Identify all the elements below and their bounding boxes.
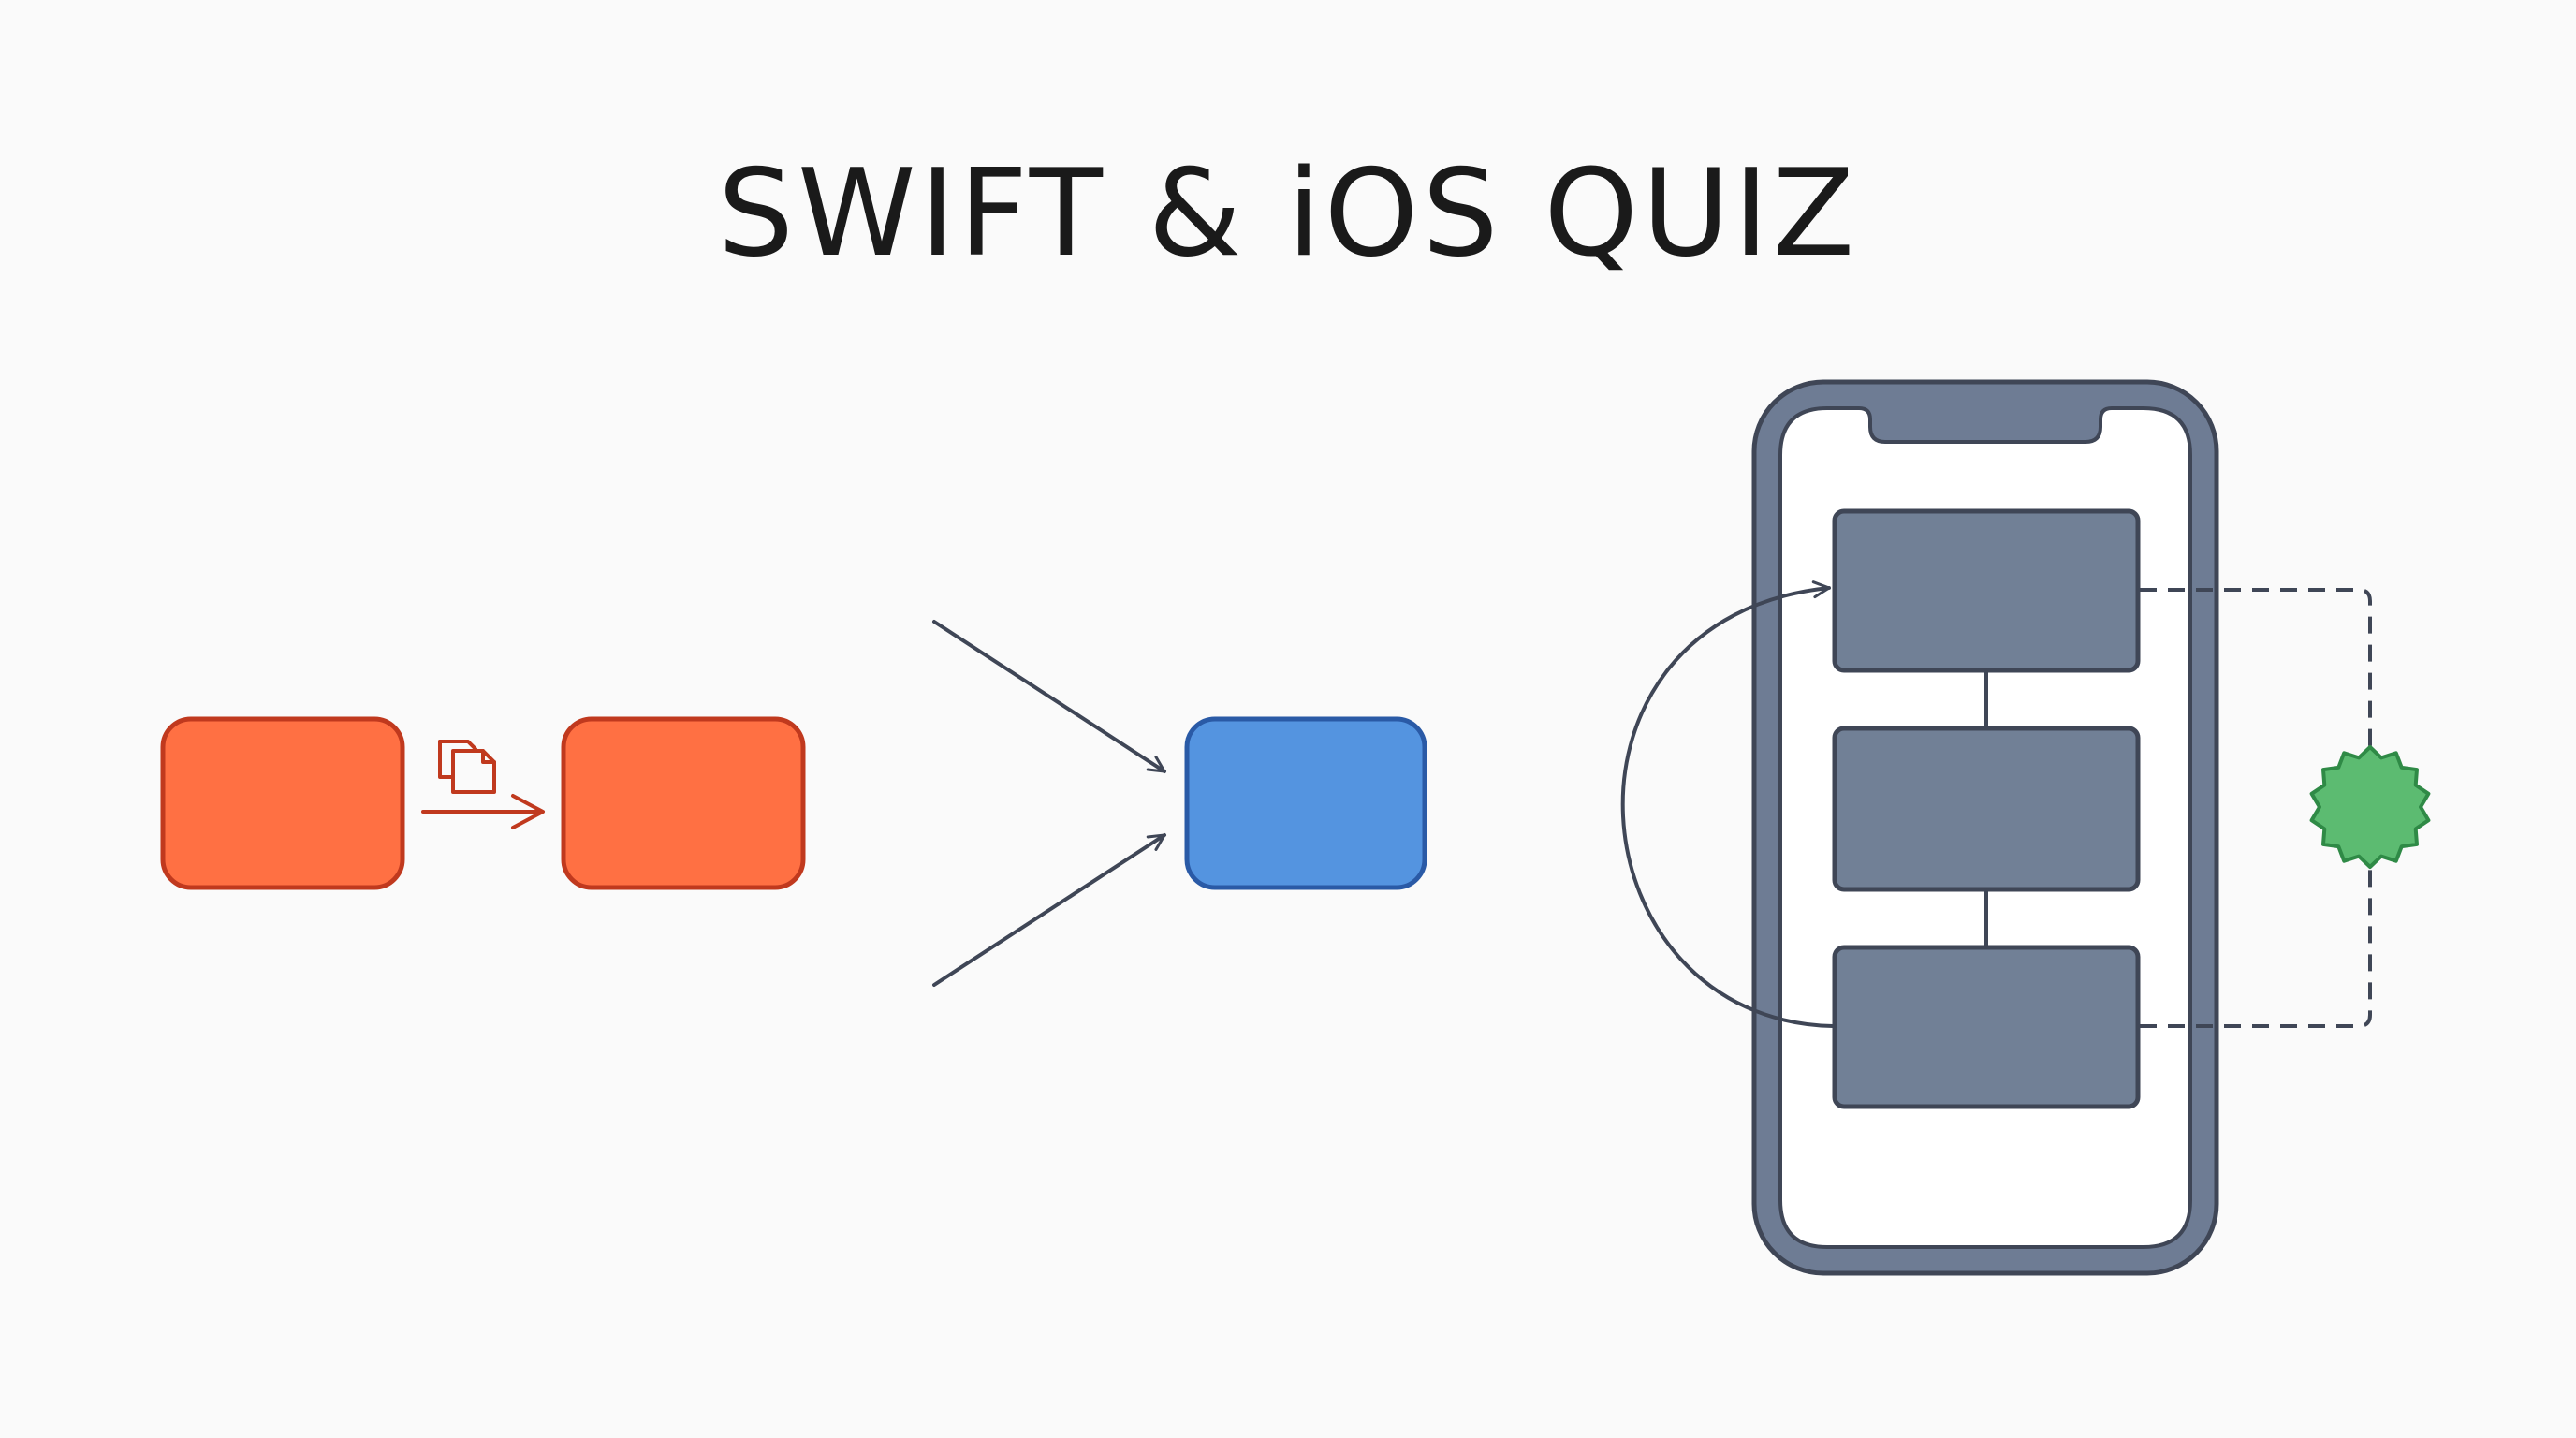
reference-arrow-top <box>932 620 1166 773</box>
view-box-bottom <box>1832 945 2141 1109</box>
reference-box <box>1184 716 1427 890</box>
dashed-link-bottom <box>2140 869 2372 1028</box>
value-box-original <box>160 716 405 890</box>
copy-arrow <box>421 794 545 829</box>
value-box-copy <box>561 716 806 890</box>
copy-icon <box>438 740 496 794</box>
dashed-link-top <box>2140 588 2372 747</box>
view-box-top <box>1832 508 2141 673</box>
view-box-middle <box>1832 726 2141 892</box>
page-title: SWIFT & iOS QUIZ <box>718 144 1858 284</box>
reference-arrow-bottom <box>932 833 1166 987</box>
badge-icon <box>2309 745 2431 869</box>
retain-cycle-arrow <box>1620 580 1835 1028</box>
